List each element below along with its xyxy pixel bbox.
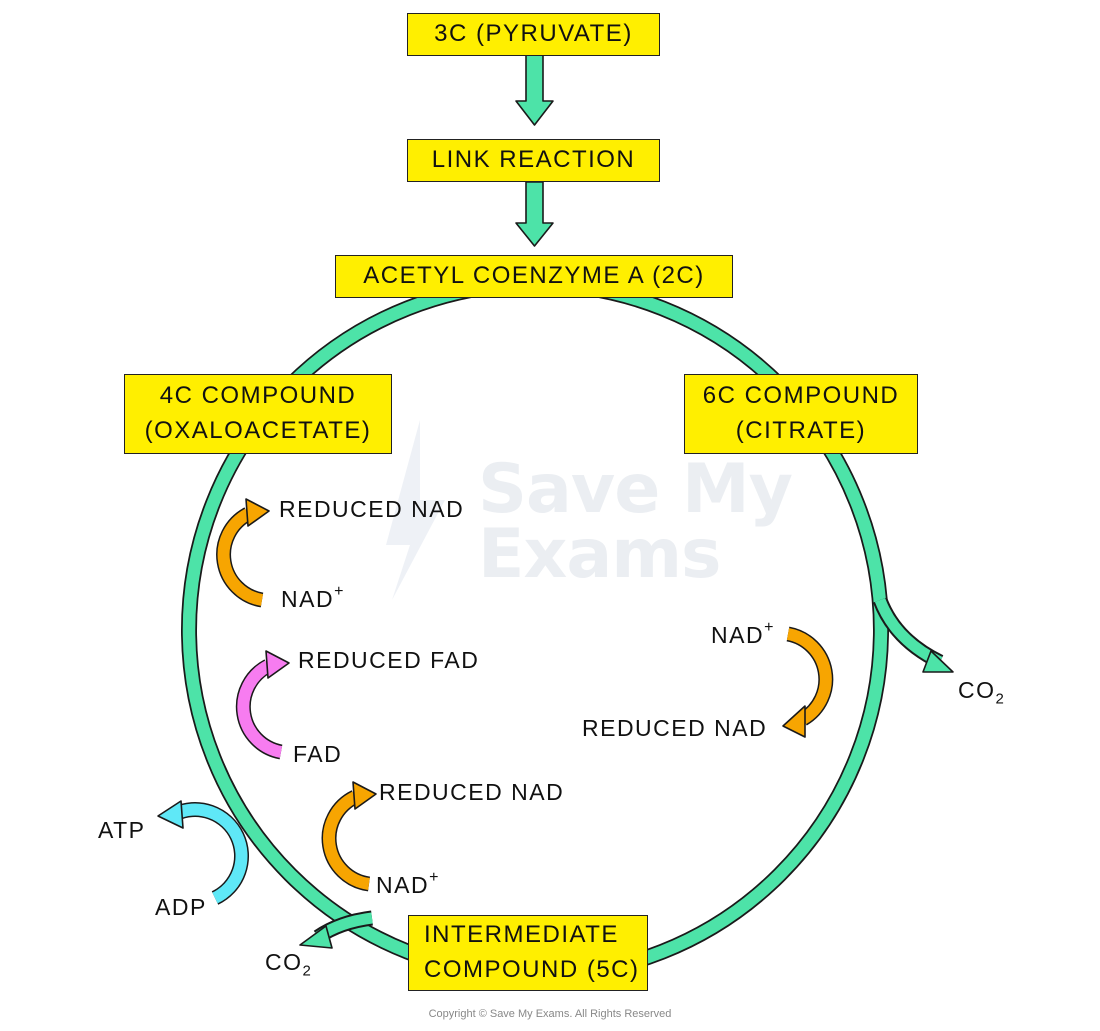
watermark-bolt-icon xyxy=(386,420,445,600)
nad-plus-label-2-sign: + xyxy=(764,619,775,637)
co2-label-right-text: CO xyxy=(958,677,996,703)
nad-reduction-arrow-1 xyxy=(216,498,270,608)
link-reaction-box-label: LINK REACTION xyxy=(431,146,636,174)
copyright-notice: Copyright © Save My Exams. All Rights Re… xyxy=(428,1008,672,1020)
acetyl-coa-box: ACETYL COENZYME A (2C) xyxy=(335,255,733,298)
nad-plus-label-1-sign: + xyxy=(334,583,345,601)
atp-label: ATP xyxy=(98,817,146,843)
fad-reduction-arrow xyxy=(235,650,290,760)
co2-label-bottom-sub: 2 xyxy=(302,962,313,980)
citrate-box: 6C COMPOUND (CITRATE) xyxy=(684,374,918,454)
nad-plus-label-3-sign: + xyxy=(429,869,440,887)
citrate-box-line-2: (CITRATE) xyxy=(735,417,867,444)
co2-release-arrow-right xyxy=(872,597,954,673)
pyruvate-box-label: 3C (PYRUVATE) xyxy=(434,20,633,48)
intermediate-compound-box: INTERMEDIATE COMPOUND (5C) xyxy=(408,915,648,991)
pyruvate-box: 3C (PYRUVATE) xyxy=(407,13,660,56)
adp-label: ADP xyxy=(155,894,207,920)
oxaloacetate-box-line-2: (OXALOACETATE) xyxy=(144,417,372,444)
nad-plus-label-1: NAD+ xyxy=(281,583,345,613)
co2-release-arrow-bottom xyxy=(299,910,374,949)
co2-label-bottom: CO2 xyxy=(265,949,312,979)
nad-plus-label-2-text: NAD xyxy=(711,622,765,648)
arrow-pyruvate-to-link xyxy=(515,54,554,126)
oxaloacetate-box-line-1: 4C COMPOUND xyxy=(159,382,357,410)
reduced-nad-label-3: REDUCED NAD xyxy=(379,779,565,805)
reduced-fad-label: REDUCED FAD xyxy=(298,647,480,673)
atp-synthesis-arrow xyxy=(157,800,249,905)
nad-plus-label-3: NAD+ xyxy=(376,869,440,899)
intermediate-box-line-1: INTERMEDIATE xyxy=(424,921,619,949)
reduced-nad-label-1: REDUCED NAD xyxy=(279,496,465,522)
nad-plus-label-1-text: NAD xyxy=(281,586,335,612)
intermediate-box-line-2: COMPOUND (5C) xyxy=(424,956,640,983)
co2-label-right: CO2 xyxy=(958,677,1005,707)
watermark-line-2: Exams xyxy=(478,514,722,594)
nad-plus-label-2: NAD+ xyxy=(711,619,775,649)
reduced-nad-label-2: REDUCED NAD xyxy=(582,715,768,741)
acetyl-coa-box-label: ACETYL COENZYME A (2C) xyxy=(363,262,705,290)
watermark: Save My Exams xyxy=(478,450,793,594)
citrate-box-line-1: 6C COMPOUND xyxy=(702,382,900,410)
nad-reduction-arrow-3 xyxy=(321,781,377,892)
arrow-link-to-acetyl xyxy=(515,181,554,247)
nad-reduction-arrow-2 xyxy=(782,626,834,738)
co2-label-right-sub: 2 xyxy=(995,690,1006,708)
oxaloacetate-box: 4C COMPOUND (OXALOACETATE) xyxy=(124,374,392,454)
co2-label-bottom-text: CO xyxy=(265,949,303,975)
fad-label: FAD xyxy=(293,741,343,767)
link-reaction-box: LINK REACTION xyxy=(407,139,660,182)
watermark-line-1: Save My xyxy=(478,450,793,529)
nad-plus-label-3-text: NAD xyxy=(376,872,430,898)
